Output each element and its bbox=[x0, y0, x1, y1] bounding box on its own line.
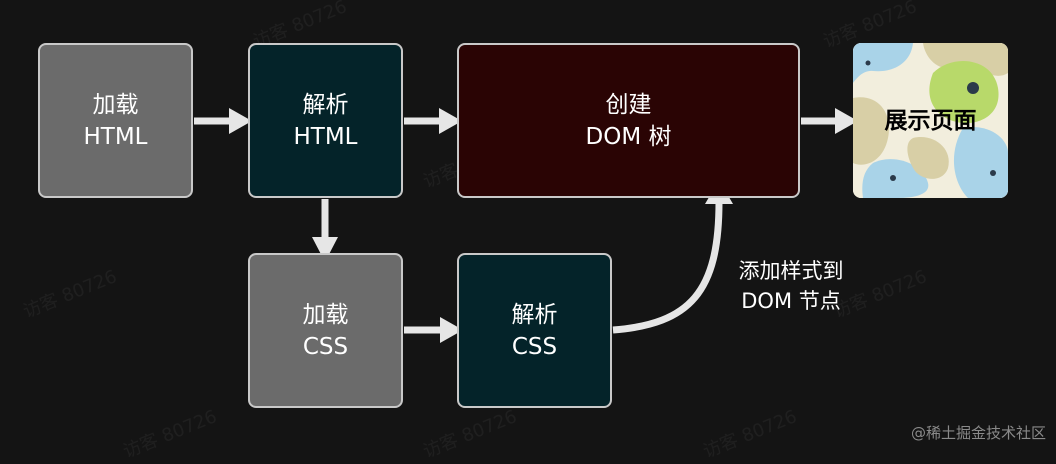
node-parse-html-line1: 解析 bbox=[302, 91, 349, 118]
credit-text: @稀土掘金技术社区 bbox=[910, 424, 1046, 442]
node-load-css-line1: 加载 bbox=[302, 301, 349, 328]
node-load-css-line2: CSS bbox=[302, 333, 349, 360]
node-show-page: 展示页面 bbox=[853, 43, 1008, 198]
node-parse-css: 解析 CSS bbox=[457, 253, 612, 408]
annotation-add-styles: 添加样式到 DOM 节点 bbox=[706, 256, 876, 316]
node-load-html-line1: 加载 bbox=[92, 91, 139, 118]
node-create-dom-line2: DOM 树 bbox=[585, 123, 672, 150]
node-parse-html-line2: HTML bbox=[293, 123, 358, 150]
arrow-parse-css-to-dom bbox=[612, 201, 723, 334]
node-parse-html: 解析 HTML bbox=[248, 43, 403, 198]
node-load-html-line2: HTML bbox=[83, 123, 148, 150]
node-show-page-label: 展示页面 bbox=[884, 107, 977, 134]
node-parse-css-line1: 解析 bbox=[511, 301, 558, 328]
node-create-dom: 创建 DOM 树 bbox=[457, 43, 800, 198]
annotation-line1: 添加样式到 bbox=[738, 259, 844, 283]
annotation-line2: DOM 节点 bbox=[741, 289, 841, 313]
node-create-dom-line1: 创建 bbox=[605, 91, 652, 118]
node-load-css: 加载 CSS bbox=[248, 253, 403, 408]
page-illustration bbox=[853, 43, 1008, 198]
node-parse-css-line2: CSS bbox=[511, 333, 558, 360]
node-load-html: 加载 HTML bbox=[38, 43, 193, 198]
